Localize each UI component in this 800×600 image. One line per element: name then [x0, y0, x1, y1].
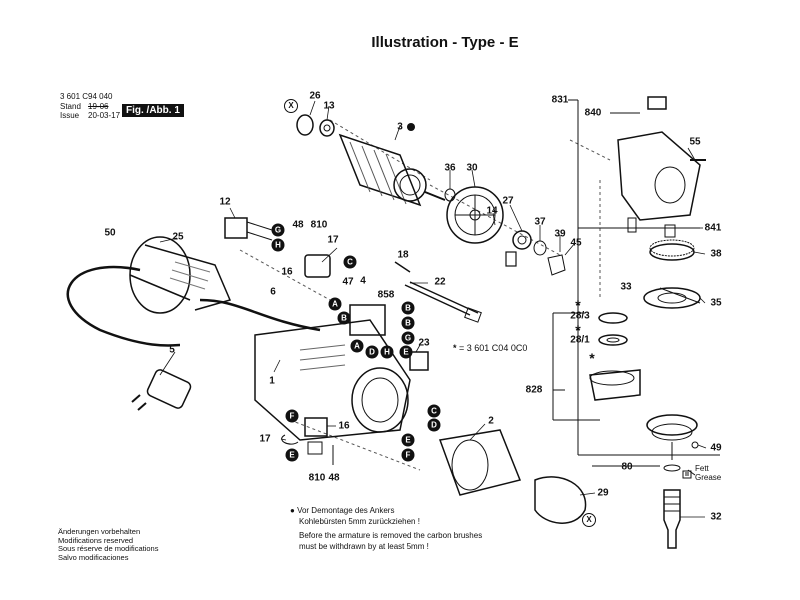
callout-828: 828: [525, 384, 543, 396]
callout-39: 39: [554, 228, 566, 240]
callout-17-lower: 17: [259, 433, 271, 445]
callout-12: 12: [219, 196, 231, 208]
issue-label: Issue: [60, 111, 80, 120]
figure-badge: Fig. /Abb. 1: [122, 104, 184, 117]
note-en-line2: must be withdrawn by at least 5mm !: [299, 542, 429, 551]
marker-c-lower: C: [427, 404, 441, 418]
callout-28-1: 28/1: [570, 334, 590, 346]
marker-b-right-1: B: [401, 301, 415, 315]
marker-e-field: E: [401, 433, 415, 447]
callout-47: 47: [342, 276, 354, 288]
callout-5: 5: [169, 344, 175, 356]
callout-26: 26: [309, 90, 321, 102]
marker-x-bottom: X: [582, 513, 596, 527]
marker-f-lower: F: [285, 409, 299, 423]
grease-label-de: Fett: [695, 464, 709, 473]
star-marker-28-1: *: [575, 322, 581, 338]
callout-32: 32: [710, 511, 722, 523]
callout-810-lower: 810: [308, 472, 326, 484]
callout-23: 23: [418, 337, 430, 349]
marker-x-top: X: [284, 99, 298, 113]
callout-810-upper: 810: [310, 219, 328, 231]
note-de-line1: Vor Demontage des Ankers: [297, 506, 395, 515]
callout-27: 27: [502, 195, 514, 207]
marker-d-mid: D: [365, 345, 379, 359]
callout-1: 1: [269, 375, 275, 387]
callout-80: 80: [621, 461, 633, 473]
marker-e-lower: E: [285, 448, 299, 462]
callout-18: 18: [397, 249, 409, 261]
ref-number: = 3 601 C04 0C0: [459, 343, 528, 353]
callout-35: 35: [710, 297, 722, 309]
note-en-line1: Before the armature is removed the carbo…: [299, 531, 483, 540]
star-marker-828: *: [589, 350, 595, 366]
callout-3: 3: [397, 121, 403, 133]
note-de-line2: Kohlebürsten 5mm zurückziehen !: [299, 517, 420, 526]
page-title: Illustration - Type - E: [371, 34, 519, 51]
marker-g-upper: G: [271, 223, 285, 237]
callout-28-3: 28/3: [570, 310, 590, 322]
marker-c-upper: C: [343, 255, 357, 269]
ref-star: *: [453, 343, 457, 353]
callout-49: 49: [710, 442, 722, 454]
callout-13: 13: [323, 100, 335, 112]
marker-h-mid: H: [380, 345, 394, 359]
callout-50: 50: [104, 227, 116, 239]
callout-2: 2: [488, 415, 494, 427]
stand-label: Stand: [60, 102, 81, 111]
marker-b-left: B: [337, 311, 351, 325]
grease-label: Fett Grease: [695, 464, 721, 482]
marker-f-field: F: [401, 448, 415, 462]
callout-831: 831: [551, 94, 569, 106]
callout-14: 14: [486, 205, 498, 217]
modifications-disclaimer: Änderungen vorbehalten Modifications res…: [58, 527, 159, 562]
callout-38: 38: [710, 248, 722, 260]
stand-value: 19-06: [88, 102, 109, 111]
star-marker-28-3: *: [575, 297, 581, 313]
marker-e-mid: E: [399, 345, 413, 359]
callout-16-lower: 16: [338, 420, 350, 432]
reference-note: * = 3 601 C04 0C0: [453, 343, 527, 353]
disclaimer-de: Änderungen vorbehalten: [58, 527, 141, 536]
callout-6: 6: [270, 286, 276, 298]
callout-22: 22: [434, 276, 446, 288]
callout-16-upper: 16: [281, 266, 293, 278]
callout-17-upper: 17: [327, 234, 339, 246]
callout-858: 858: [377, 289, 395, 301]
callout-840: 840: [584, 107, 602, 119]
callout-37: 37: [534, 216, 546, 228]
callout-25: 25: [172, 231, 184, 243]
callout-4: 4: [360, 275, 366, 287]
disclaimer-en: Modifications reserved: [58, 535, 134, 545]
callout-55: 55: [689, 136, 701, 148]
armature-note-bullet-icon: [407, 123, 415, 131]
marker-a-upper: A: [328, 297, 342, 311]
callout-30: 30: [466, 162, 478, 174]
callout-33: 33: [620, 281, 632, 293]
callout-841: 841: [704, 222, 722, 234]
marker-h-upper: H: [271, 238, 285, 252]
disclaimer-fr: Sous réserve de modifications: [58, 544, 159, 553]
marker-g-right: G: [401, 331, 415, 345]
note-bullet-icon: ●: [290, 506, 295, 515]
grease-label-en: Grease: [695, 473, 722, 482]
callout-29: 29: [597, 487, 609, 499]
marker-a-mid: A: [350, 339, 364, 353]
callout-36: 36: [444, 162, 456, 174]
marker-d-lower: D: [427, 418, 441, 432]
armature-note: ● Vor Demontage des Ankers Kohlebürsten …: [290, 505, 482, 552]
callout-48-upper: 48: [292, 219, 304, 231]
grease-symbol-icon: [682, 470, 692, 479]
callout-48-lower: 48: [328, 472, 340, 484]
part-number: 3 601 C94 040: [60, 92, 113, 101]
issue-value: 20-03-17: [88, 111, 121, 120]
callout-45: 45: [570, 237, 582, 249]
marker-b-right-2: B: [401, 316, 415, 330]
disclaimer-es: Salvo modificaciones: [58, 552, 129, 562]
